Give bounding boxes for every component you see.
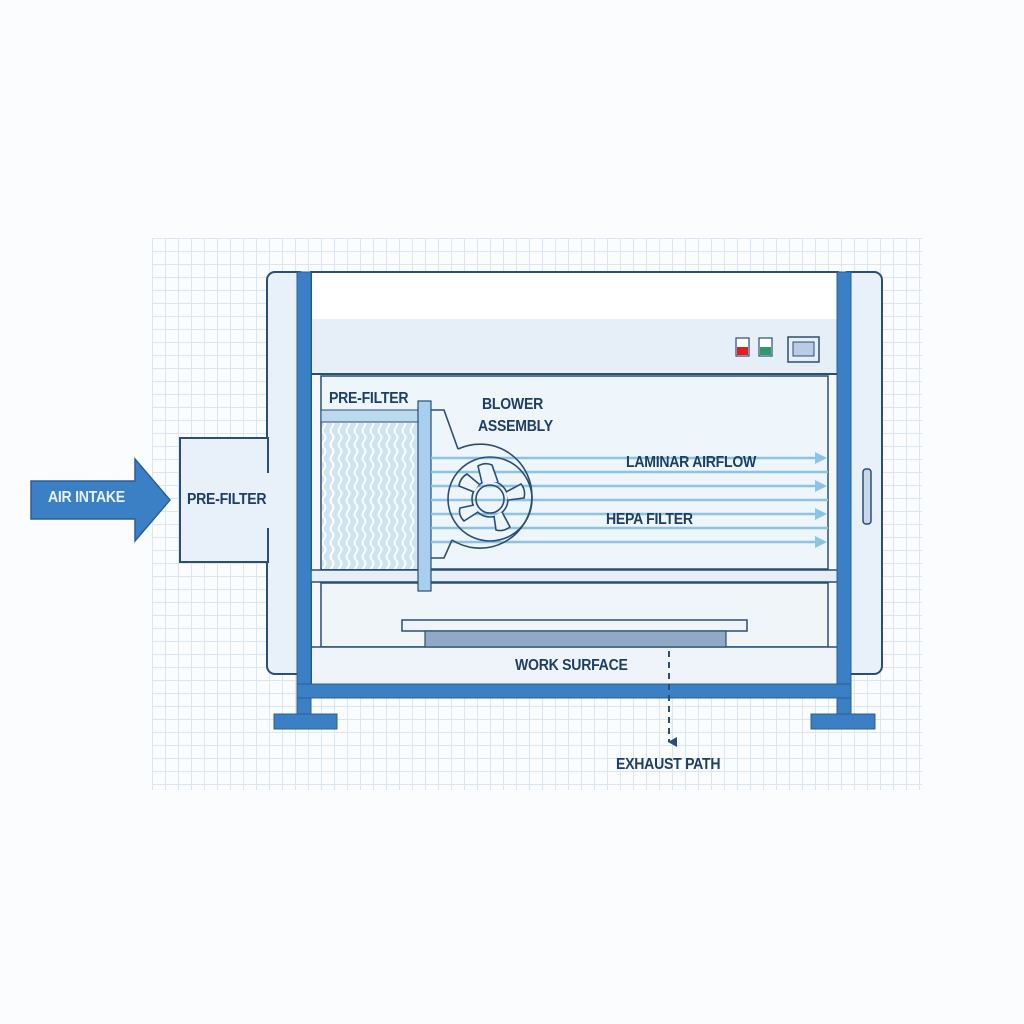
control-panel (735, 336, 820, 363)
blower-label-line2: ASSEMBLY (478, 418, 553, 435)
air-intake-arrow (30, 456, 171, 544)
air-intake-label: AIR INTAKE (48, 489, 125, 506)
blower-assembly (431, 409, 533, 559)
blower-label-line1: BLOWER (482, 396, 543, 413)
exhaust-path-label: EXHAUST PATH (616, 756, 721, 773)
door-handle (862, 468, 872, 525)
internal-pre-filter-label: PRE-FILTER (329, 390, 409, 407)
blue-frame (273, 271, 876, 730)
fan-blades (458, 462, 526, 532)
external-pre-filter-box (179, 437, 271, 563)
laminar-airflow-label: LAMINAR AIRFLOW (626, 454, 757, 471)
work-surface-tray (401, 619, 748, 648)
internal-pre-filter (320, 400, 432, 592)
work-surface-label: WORK SURFACE (515, 657, 628, 674)
external-pre-filter-label: PRE-FILTER (187, 491, 267, 508)
hepa-filter-label: HEPA FILTER (606, 511, 693, 528)
